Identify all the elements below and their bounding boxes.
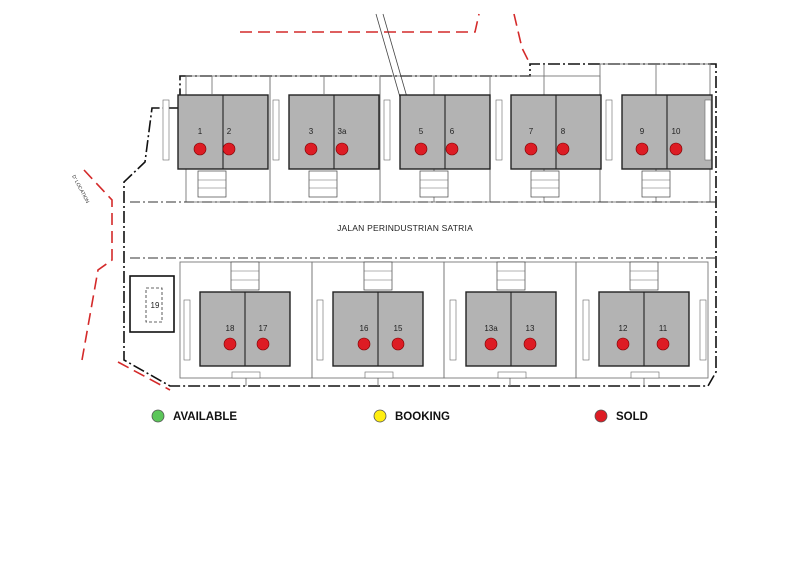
unit-12-label: 12 xyxy=(619,324,628,333)
legend-available-marker xyxy=(151,409,165,423)
bottom-side-bays xyxy=(183,299,707,379)
unit-7-status-marker[interactable] xyxy=(524,142,538,156)
red-boundary-top xyxy=(240,13,531,65)
unit-15-label: 15 xyxy=(394,324,403,333)
unit-2-label: 2 xyxy=(227,127,232,136)
unit-1-label: 1 xyxy=(198,127,203,136)
unit-17-label: 17 xyxy=(259,324,268,333)
unit-18-status-marker[interactable] xyxy=(223,337,237,351)
unit-17-status-marker[interactable] xyxy=(256,337,270,351)
unit-6-label: 6 xyxy=(450,127,455,136)
unit-13-label: 13 xyxy=(526,324,535,333)
unit-8-label: 8 xyxy=(561,127,566,136)
unit-10-label: 10 xyxy=(672,127,681,136)
unit-18-label: 18 xyxy=(226,324,235,333)
unit-11-status-marker[interactable] xyxy=(656,337,670,351)
top-side-bays xyxy=(162,99,712,161)
unit-3a-status-marker[interactable] xyxy=(335,142,349,156)
unit-7-label: 7 xyxy=(529,127,534,136)
unit-9-status-marker[interactable] xyxy=(635,142,649,156)
unit-3-status-marker[interactable] xyxy=(304,142,318,156)
unit-6-status-marker[interactable] xyxy=(445,142,459,156)
unit-5-label: 5 xyxy=(419,127,424,136)
unit-2-status-marker[interactable] xyxy=(222,142,236,156)
bottom-buildings xyxy=(199,291,690,367)
red-boundary-bottom-left xyxy=(117,361,171,391)
unit-13a-status-marker[interactable] xyxy=(484,337,498,351)
site-boundary xyxy=(123,63,717,387)
unit-5-status-marker[interactable] xyxy=(414,142,428,156)
red-boundary-left xyxy=(81,169,113,361)
legend: AVAILABLE BOOKING SOLD xyxy=(151,409,648,423)
substation-19: 19 xyxy=(129,275,175,333)
unit-12-status-marker[interactable] xyxy=(616,337,630,351)
unit-11-label: 11 xyxy=(659,324,668,333)
unit-3-label: 3 xyxy=(309,127,314,136)
unit-16-label: 16 xyxy=(360,324,369,333)
unit-9-label: 9 xyxy=(640,127,645,136)
unit-13-status-marker[interactable] xyxy=(523,337,537,351)
legend-booking-label: BOOKING xyxy=(395,411,450,423)
unit-15-status-marker[interactable] xyxy=(391,337,405,351)
bottom-stairs xyxy=(230,261,659,291)
road-name: JALAN PERINDUSTRIAN SATRIA xyxy=(337,223,473,233)
legend-booking-marker xyxy=(373,409,387,423)
unit-8-status-marker[interactable] xyxy=(556,142,570,156)
unit-16-status-marker[interactable] xyxy=(357,337,371,351)
top-stairs xyxy=(197,170,671,198)
unit-3a-label: 3a xyxy=(338,127,347,136)
unit-13a-label: 13a xyxy=(484,324,498,333)
legend-sold-marker xyxy=(594,409,608,423)
legend-available-label: AVAILABLE xyxy=(173,411,237,423)
top-buildings xyxy=(177,94,713,170)
unit-1-status-marker[interactable] xyxy=(193,142,207,156)
side-location-note: D' LOCATION xyxy=(70,174,90,205)
unit-10-status-marker[interactable] xyxy=(669,142,683,156)
unit-19-label: 19 xyxy=(151,301,160,310)
legend-sold-label: SOLD xyxy=(616,411,648,423)
